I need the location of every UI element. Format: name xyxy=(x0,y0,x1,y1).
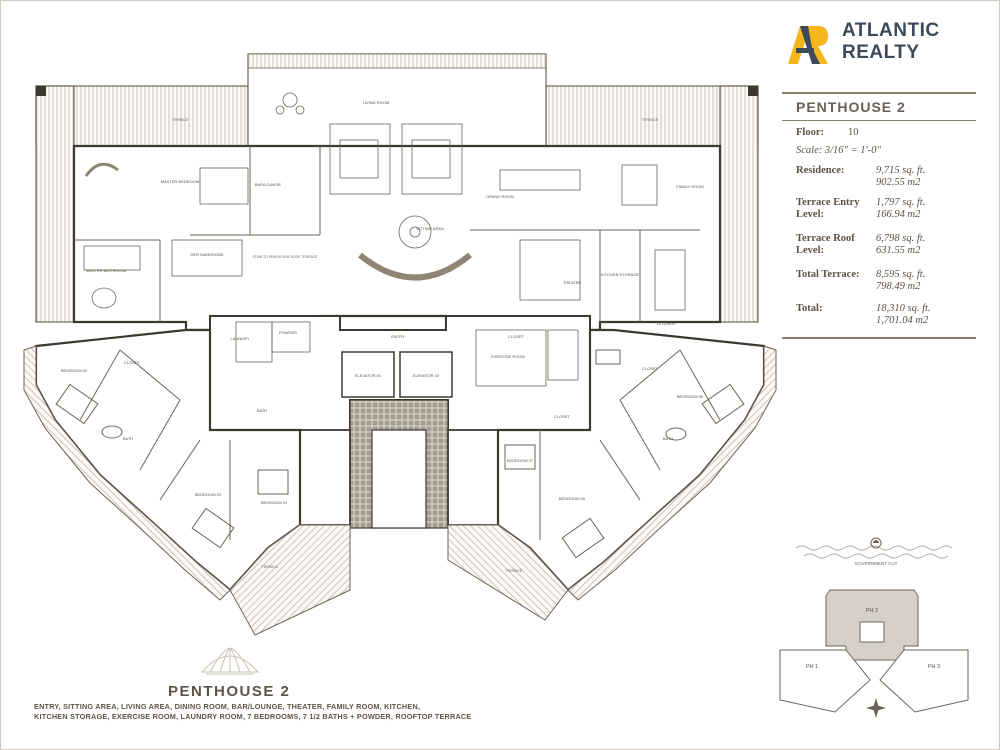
room-label: KITCHEN xyxy=(657,321,675,326)
room-label: BEDROOM 03 xyxy=(195,492,222,497)
area-label: Terrace Entry xyxy=(796,197,860,208)
right-wing: BEDROOM 06 BEDROOM 05 BEDROOM 07 BATH CL… xyxy=(447,328,777,621)
room-label: CLOSET xyxy=(554,414,571,419)
room-label: BATH xyxy=(257,408,267,413)
footer-desc-line-1: ENTRY, SITTING AREA, LIVING AREA, DINING… xyxy=(34,702,421,711)
divider xyxy=(782,337,976,339)
room-label: TERRACE xyxy=(172,118,189,122)
orientation-label: GOVERNMENT CUT xyxy=(855,561,898,566)
terrace-right-top: TERRACE xyxy=(545,85,759,323)
room-label: TERRACE xyxy=(506,569,523,573)
footer-title: PENTHOUSE 2 xyxy=(168,683,291,700)
scale-text: Scale: 3/16" = 1'-0" xyxy=(796,145,881,156)
unit-title: PENTHOUSE 2 xyxy=(796,99,906,115)
room-label: TERRACE xyxy=(642,118,659,122)
center-core xyxy=(209,315,591,529)
room-label: FAMILY ROOM xyxy=(676,184,703,189)
room-label: MASTER BEDROOM xyxy=(161,179,199,184)
unit-info-panel: PENTHOUSE 2 Floor: 10 Scale: 3/16" = 1'-… xyxy=(782,92,976,339)
living-room-furniture xyxy=(83,92,686,311)
area-m2: 902.55 m2 xyxy=(876,177,921,188)
room-label: DINING ROOM xyxy=(486,194,514,199)
roof-deck-edge xyxy=(247,53,547,69)
interior-walls xyxy=(74,146,700,322)
room-label: BAR/LOUNGE xyxy=(255,182,282,187)
area-row: Terrace Entry Level: 1,797 sq. ft. 166.9… xyxy=(782,197,976,233)
room-label: BEDROOM 06 xyxy=(677,394,704,399)
main-wing-outline xyxy=(72,144,722,332)
compass-icon xyxy=(866,698,886,718)
logo-word-2: REALTY xyxy=(842,42,920,63)
room-label: ENTRY xyxy=(391,334,405,339)
area-label-2: Level: xyxy=(796,245,824,256)
room-label: BEDROOM 07 xyxy=(507,458,534,463)
room-label: HER WARDROBE xyxy=(191,252,224,257)
room-label: LIVING ROOM xyxy=(363,100,390,105)
seashell-ornament-icon xyxy=(200,647,260,675)
key-plan: PH 2 PH 1 PH 3 xyxy=(779,589,969,718)
area-row: Total Terrace: 8,595 sq. ft. 798.49 m2 xyxy=(782,269,976,303)
room-label: MASTER BATHROOM xyxy=(86,268,127,273)
logo-mark-icon xyxy=(786,22,830,66)
area-m2: 166.94 m2 xyxy=(876,209,921,220)
area-label: Total: xyxy=(796,303,823,314)
area-label: Residence: xyxy=(796,165,845,176)
footer-desc-line-2: KITCHEN STORAGE, EXERCISE ROOM, LAUNDRY … xyxy=(34,712,472,721)
logo-wordmark: ATLANTIC REALTY xyxy=(842,20,940,64)
room-label: BEDROOM 02 xyxy=(61,368,88,373)
divider xyxy=(782,120,976,121)
key-plan-ph1: PH 1 xyxy=(806,664,818,670)
left-wing: BEDROOM 02 BEDROOM 03 BEDROOM 04 BATH CL… xyxy=(23,328,351,636)
area-sqft: 18,310 sq. ft. xyxy=(876,303,931,314)
key-plan-ph3: PH 3 xyxy=(928,664,940,670)
logo-word-1: ATLANTIC xyxy=(842,20,940,41)
area-m2: 798.49 m2 xyxy=(876,281,921,292)
area-sqft: 6,798 sq. ft. xyxy=(876,233,926,244)
atlantic-realty-logo[interactable]: ATLANTIC REALTY xyxy=(786,18,986,73)
floor-row: Floor: 10 xyxy=(782,127,976,145)
area-m2: 1,701.04 m2 xyxy=(876,315,929,326)
room-label: CLOSET xyxy=(508,334,525,339)
room-label: THEATER xyxy=(563,280,581,285)
room-label: ELEVATOR #2 xyxy=(413,373,440,378)
area-sqft: 8,595 sq. ft. xyxy=(876,269,926,280)
area-row: Residence: 9,715 sq. ft. 902.55 m2 xyxy=(782,165,976,197)
area-label-2: Level: xyxy=(796,209,824,220)
area-m2: 631.55 m2 xyxy=(876,245,921,256)
room-label: BATH xyxy=(123,436,133,441)
area-label: Terrace Roof xyxy=(796,233,855,244)
footer-description: PENTHOUSE 2 ENTRY, SITTING AREA, LIVING … xyxy=(34,683,754,722)
room-label: BEDROOM 05 xyxy=(559,496,586,501)
roof-deck xyxy=(247,53,547,147)
floor-label: Floor: xyxy=(796,127,824,138)
room-label: BEDROOM 04 xyxy=(261,500,288,505)
divider xyxy=(782,92,976,94)
area-sqft: 9,715 sq. ft. xyxy=(876,165,926,176)
room-label: BATH xyxy=(663,436,673,441)
floor-value: 10 xyxy=(848,127,859,138)
room-label: SITTING AREA xyxy=(416,226,444,231)
area-row: Terrace Roof Level: 6,798 sq. ft. 631.55… xyxy=(782,233,976,269)
area-sqft: 1,797 sq. ft. xyxy=(876,197,926,208)
room-label: POWDER xyxy=(279,330,297,335)
area-label: Total Terrace: xyxy=(796,269,860,280)
room-label: LAUNDRY xyxy=(230,336,249,341)
government-cut-orientation: GOVERNMENT CUT xyxy=(795,537,953,566)
area-row: Total: 18,310 sq. ft. 1,701.04 m2 xyxy=(782,303,976,337)
room-label: STAIR TO PENTHOUSE ROOF TERRACE xyxy=(252,255,318,259)
room-label: CLOSET xyxy=(642,366,659,371)
scale-row: Scale: 3/16" = 1'-0" xyxy=(782,145,976,165)
room-label: ELEVATOR #1 xyxy=(355,373,382,378)
room-label: EXERCISE ROOM xyxy=(491,354,525,359)
room-label: CLOSET xyxy=(124,360,141,365)
room-label: TERRACE xyxy=(262,565,279,569)
key-plan-ph2: PH 2 xyxy=(866,608,878,614)
room-label: KITCHEN STORAGE xyxy=(601,272,639,277)
